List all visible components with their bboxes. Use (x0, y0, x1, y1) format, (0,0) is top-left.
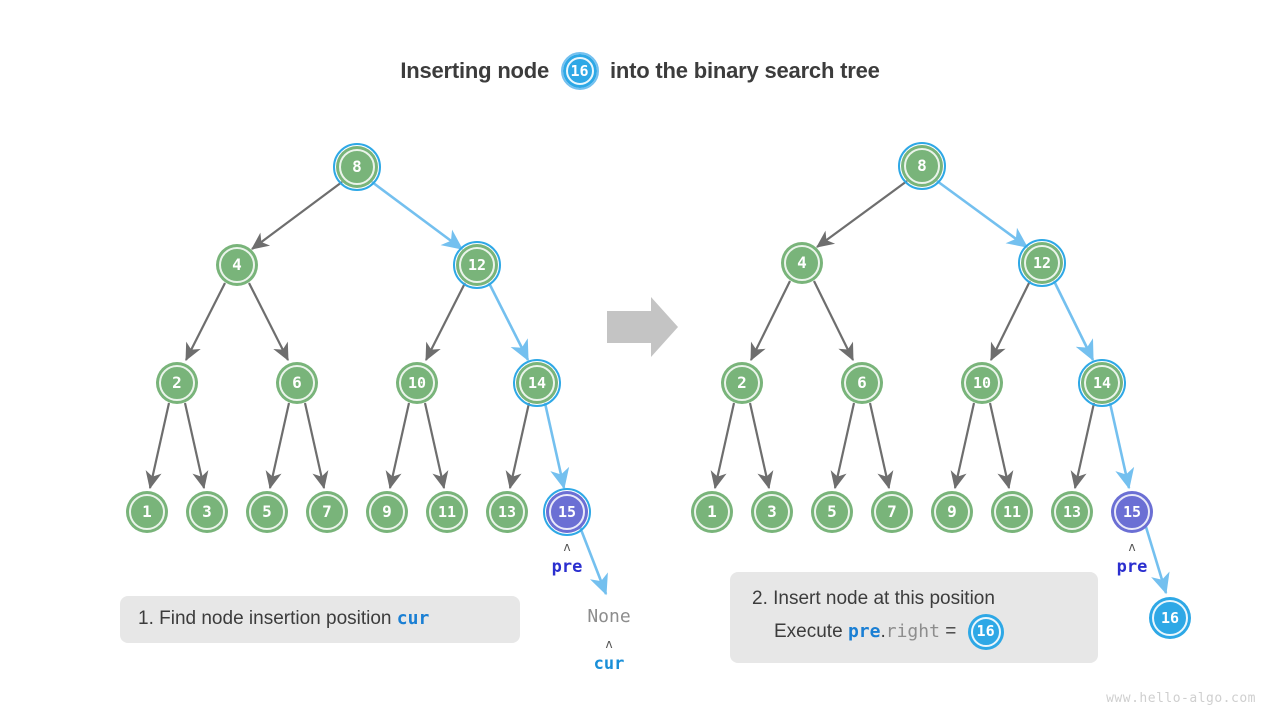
node-value: 2 (172, 373, 182, 392)
tree-node-3[interactable]: 3 (751, 491, 793, 533)
node-value: 10 (972, 373, 992, 392)
caption-text: cur (396, 608, 430, 630)
node-value: 6 (292, 373, 302, 392)
node-value: 16 (1160, 608, 1180, 627)
caption-node-circle: 16 (967, 613, 1004, 650)
tree-node-12[interactable]: 12 (456, 244, 498, 286)
node-value: 3 (767, 502, 777, 521)
title-text-after: into the binary search tree (609, 58, 880, 83)
page-title: Inserting node 16 into the binary search… (0, 52, 1280, 90)
pointer-caret-icon: ʌ (563, 540, 571, 554)
pointer-caret-icon: ʌ (605, 637, 613, 651)
tree-node-5[interactable]: 5 (246, 491, 288, 533)
tree-node-10[interactable]: 10 (396, 362, 438, 404)
caption-box-left: 1. Find node insertion position cur (120, 596, 520, 643)
title-node-circle: 16 (562, 54, 597, 88)
tree-node-10[interactable]: 10 (961, 362, 1003, 404)
tree-node-7[interactable]: 7 (871, 491, 913, 533)
tree-node-8[interactable]: 8 (901, 145, 943, 187)
caption-line: Execute pre.right = 16 (752, 613, 1076, 650)
caption-text: right (885, 620, 940, 642)
watermark: www.hello-algo.com (1106, 691, 1256, 706)
node-value: 13 (1062, 502, 1082, 521)
caption-text: Execute (774, 620, 848, 642)
caption-text: pre (847, 620, 881, 642)
tree-node-2[interactable]: 2 (156, 362, 198, 404)
caption-node-value: 16 (976, 622, 995, 641)
node-value: 5 (827, 502, 837, 521)
node-value: 2 (737, 373, 747, 392)
tree-node-4[interactable]: 4 (216, 244, 258, 286)
pointer-label-none: None (587, 606, 631, 627)
tree-node-1[interactable]: 1 (126, 491, 168, 533)
node-value: 7 (322, 502, 332, 521)
caption-text: . (880, 620, 886, 642)
caption-node-badge: 16 (967, 613, 1004, 650)
node-value: 4 (232, 255, 242, 274)
node-value: 8 (352, 157, 362, 176)
node-value: 7 (887, 502, 897, 521)
right-tree-edges (710, 179, 1170, 595)
node-value: 3 (202, 502, 212, 521)
node-value: 6 (857, 373, 867, 392)
node-value: 9 (947, 502, 957, 521)
tree-node-11[interactable]: 11 (991, 491, 1033, 533)
node-value: 11 (1002, 502, 1022, 521)
tree-node-6[interactable]: 6 (276, 362, 318, 404)
node-value: 13 (497, 502, 517, 521)
pointer-label-pre: pre (551, 557, 583, 577)
tree-node-9[interactable]: 9 (366, 491, 408, 533)
node-value: 10 (407, 373, 427, 392)
pointer-caret-icon: ʌ (1128, 540, 1136, 554)
node-value: 15 (557, 502, 577, 521)
caption-text: = (939, 620, 962, 642)
tree-node-12[interactable]: 12 (1021, 242, 1063, 284)
node-value: 12 (467, 255, 487, 274)
node-value: 14 (1092, 373, 1112, 392)
block-arrow-right (607, 297, 678, 357)
tree-node-2[interactable]: 2 (721, 362, 763, 404)
left-tree-edges (145, 180, 608, 596)
tree-node-3[interactable]: 3 (186, 491, 228, 533)
caption-line: 2. Insert node at this position (752, 585, 1076, 614)
tree-node-13[interactable]: 13 (486, 491, 528, 533)
tree-node-14[interactable]: 14 (1081, 362, 1123, 404)
tree-node-1[interactable]: 1 (691, 491, 733, 533)
node-value: 12 (1032, 253, 1052, 272)
node-value: 8 (917, 156, 927, 175)
node-value: 1 (142, 502, 152, 521)
caption-line: 1. Find node insertion position cur (138, 605, 502, 634)
tree-node-5[interactable]: 5 (811, 491, 853, 533)
node-value: 4 (797, 253, 807, 272)
pointer-label-pre: pre (1116, 557, 1148, 577)
node-value: 15 (1122, 502, 1142, 521)
tree-node-8[interactable]: 8 (336, 146, 378, 188)
tree-node-13[interactable]: 13 (1051, 491, 1093, 533)
title-text-before: Inserting node (400, 58, 550, 83)
tree-node-15[interactable]: 15 (546, 491, 588, 533)
caption-text: 1. Find node insertion position (138, 608, 397, 630)
pointer-label-cur: cur (593, 654, 625, 674)
node-value: 11 (437, 502, 457, 521)
tree-node-15[interactable]: 15 (1111, 491, 1153, 533)
tree-node-6[interactable]: 6 (841, 362, 883, 404)
tree-node-9[interactable]: 9 (931, 491, 973, 533)
tree-node-7[interactable]: 7 (306, 491, 348, 533)
node-value: 9 (382, 502, 392, 521)
tree-node-16[interactable]: 16 (1149, 597, 1191, 639)
tree-node-11[interactable]: 11 (426, 491, 468, 533)
node-value: 14 (527, 373, 547, 392)
title-node-value: 16 (570, 61, 589, 80)
node-value: 5 (262, 502, 272, 521)
caption-text: 2. Insert node at this position (752, 588, 995, 610)
title-node-badge: 16 (560, 52, 599, 90)
tree-node-4[interactable]: 4 (781, 242, 823, 284)
node-value: 1 (707, 502, 717, 521)
tree-node-14[interactable]: 14 (516, 362, 558, 404)
